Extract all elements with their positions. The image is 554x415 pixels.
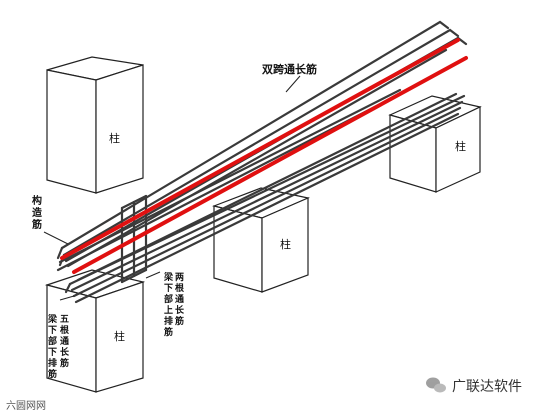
svg-text:筋: 筋 (174, 315, 184, 327)
svg-text:筋: 筋 (59, 357, 69, 369)
rebar-bottom-5 (76, 92, 458, 282)
svg-text:筋: 筋 (47, 368, 57, 380)
stirrup-top (120, 194, 148, 210)
svg-text:梁: 梁 (163, 271, 174, 283)
highlight-rebar-2 (72, 56, 468, 274)
column-left-bottom (44, 269, 146, 393)
rebar-bottom-3 (72, 106, 462, 298)
label-two-bars: 两 根 通 长 筋 (174, 272, 185, 327)
rebar-mid-1 (58, 88, 402, 264)
svg-text:部: 部 (48, 335, 57, 347)
rebar-bottom-4 (74, 112, 460, 304)
rebar-bottom-2 (70, 100, 464, 292)
label-double-span: 双跨通长筋 (262, 62, 317, 76)
rebar-top-2 (62, 28, 460, 257)
leader-structural (43, 231, 69, 245)
watermark-left: 六圆网网 (6, 401, 46, 412)
svg-text:造: 造 (32, 206, 43, 219)
leader-five-bars (59, 295, 75, 301)
leader-double-span (285, 75, 301, 93)
svg-text:梁: 梁 (47, 313, 58, 325)
svg-text:筋: 筋 (163, 326, 173, 338)
column-middle (212, 187, 310, 293)
highlight-rebars (60, 38, 468, 274)
svg-text:下: 下 (48, 347, 57, 358)
column-label-4: 柱 (114, 329, 125, 343)
column-label-3: 柱 (455, 139, 466, 153)
label-beam-bottom-a: 梁 下 部 上 排 筋 (163, 271, 174, 338)
column-left-top (46, 56, 144, 194)
svg-text:根: 根 (60, 324, 70, 336)
svg-text:长: 长 (60, 346, 70, 358)
label-five-bars: 五 根 通 长 筋 (59, 314, 70, 369)
svg-text:部: 部 (164, 293, 173, 305)
hook-3 (64, 282, 72, 294)
watermark-right: 广联达软件 (452, 379, 522, 395)
svg-text:长: 长 (175, 304, 185, 316)
svg-text:五: 五 (60, 314, 69, 325)
svg-text:通: 通 (60, 335, 69, 347)
svg-text:筋: 筋 (31, 218, 42, 231)
highlight-rebar-1 (60, 38, 460, 260)
svg-text:根: 根 (175, 282, 185, 294)
rebar-top-1 (60, 20, 450, 250)
wechat-icon (426, 377, 446, 393)
svg-text:通: 通 (175, 293, 184, 305)
svg-text:排: 排 (164, 315, 173, 327)
svg-text:构: 构 (32, 194, 42, 207)
svg-text:下: 下 (48, 325, 57, 336)
svg-text:上: 上 (164, 304, 173, 316)
rebar-top-4 (66, 48, 448, 268)
column-label-2: 柱 (280, 237, 291, 251)
hook-1 (56, 246, 64, 260)
column-label-1: 柱 (109, 131, 120, 145)
label-structural: 构 造 筋 (31, 194, 43, 231)
stirrup-bottom (120, 268, 148, 284)
svg-text:下: 下 (164, 283, 173, 294)
leader-two-bars (145, 271, 161, 279)
svg-text:排: 排 (48, 357, 57, 369)
label-beam-bottom-b: 梁 下 部 下 排 筋 (47, 313, 58, 380)
svg-text:两: 两 (175, 272, 184, 283)
